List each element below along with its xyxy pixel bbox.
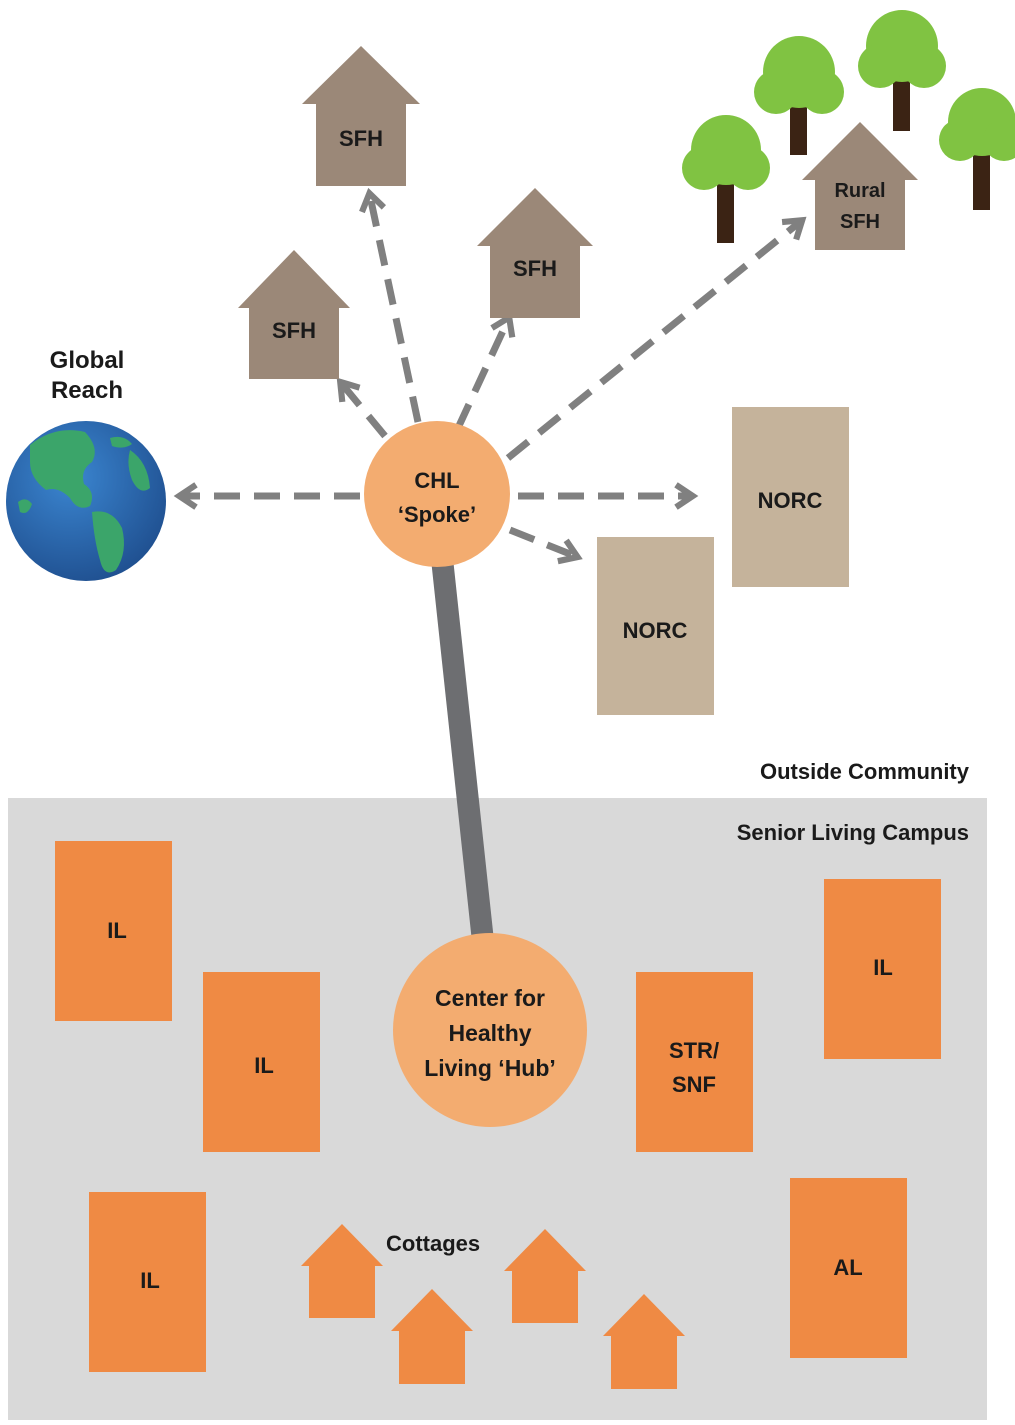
global-reach-label: Global Reach (49, 347, 125, 404)
svg-text:NORC: NORC (758, 488, 823, 513)
cottages-label: Cottages (386, 1231, 481, 1256)
outside-community-label: Outside Community (759, 759, 969, 784)
house-sfh-left: SFH (238, 250, 350, 379)
norc-building-lower: NORC (597, 537, 714, 715)
svg-text:IL: IL (107, 918, 127, 943)
arrow-to-sfh-left (336, 377, 388, 439)
arrow-to-sfh-top (359, 187, 422, 423)
chl-hub-node: Center for Healthy Living ‘Hub’ (393, 933, 587, 1127)
al-building: AL (790, 1178, 907, 1358)
cottage-icon (391, 1289, 473, 1384)
il-building-top-left: IL (55, 841, 172, 1021)
svg-text:Rural: Rural (834, 180, 885, 202)
svg-text:SNF: SNF (672, 1072, 716, 1097)
arrow-to-rural-sfh (505, 216, 807, 461)
svg-text:Center for: Center for (435, 985, 545, 1011)
norc-building-upper: NORC (732, 407, 849, 587)
tree-icon (682, 115, 770, 243)
svg-text:IL: IL (140, 1268, 160, 1293)
arrow-to-sfh-mid (454, 312, 516, 430)
svg-text:STR/: STR/ (669, 1038, 719, 1063)
svg-text:SFH: SFH (272, 318, 316, 343)
cottage-icon (504, 1229, 586, 1323)
svg-text:CHL: CHL (414, 468, 459, 493)
svg-text:NORC: NORC (623, 618, 688, 643)
tree-icon (754, 36, 844, 155)
il-building-right: IL (824, 879, 941, 1059)
house-rural-sfh: Rural SFH (802, 122, 918, 250)
svg-text:Living ‘Hub’: Living ‘Hub’ (424, 1055, 556, 1081)
spoke-arrows (173, 187, 807, 565)
cottage-icon (301, 1224, 383, 1318)
svg-text:SFH: SFH (513, 256, 557, 281)
hub-spoke-connector (429, 538, 496, 962)
chl-spoke-node: CHL ‘Spoke’ (364, 421, 510, 567)
svg-text:SFH: SFH (339, 126, 383, 151)
svg-text:IL: IL (254, 1053, 274, 1078)
globe-icon (6, 421, 166, 581)
svg-text:AL: AL (833, 1255, 862, 1280)
senior-living-campus-label: Senior Living Campus (736, 820, 969, 845)
cottage-icon (603, 1294, 685, 1389)
il-building-mid-left: IL (203, 972, 320, 1152)
house-sfh-top: SFH (302, 46, 420, 186)
svg-text:Healthy: Healthy (448, 1020, 531, 1046)
tree-icon (939, 88, 1015, 210)
house-sfh-mid: SFH (477, 188, 593, 318)
tree-icon (858, 10, 946, 131)
str-snf-building: STR/ SNF (636, 972, 753, 1152)
il-building-bottom-left: IL (89, 1192, 206, 1372)
svg-text:IL: IL (873, 955, 893, 980)
arrow-to-norc-lower (508, 526, 583, 565)
svg-text:‘Spoke’: ‘Spoke’ (398, 502, 476, 527)
svg-text:SFH: SFH (840, 211, 880, 233)
